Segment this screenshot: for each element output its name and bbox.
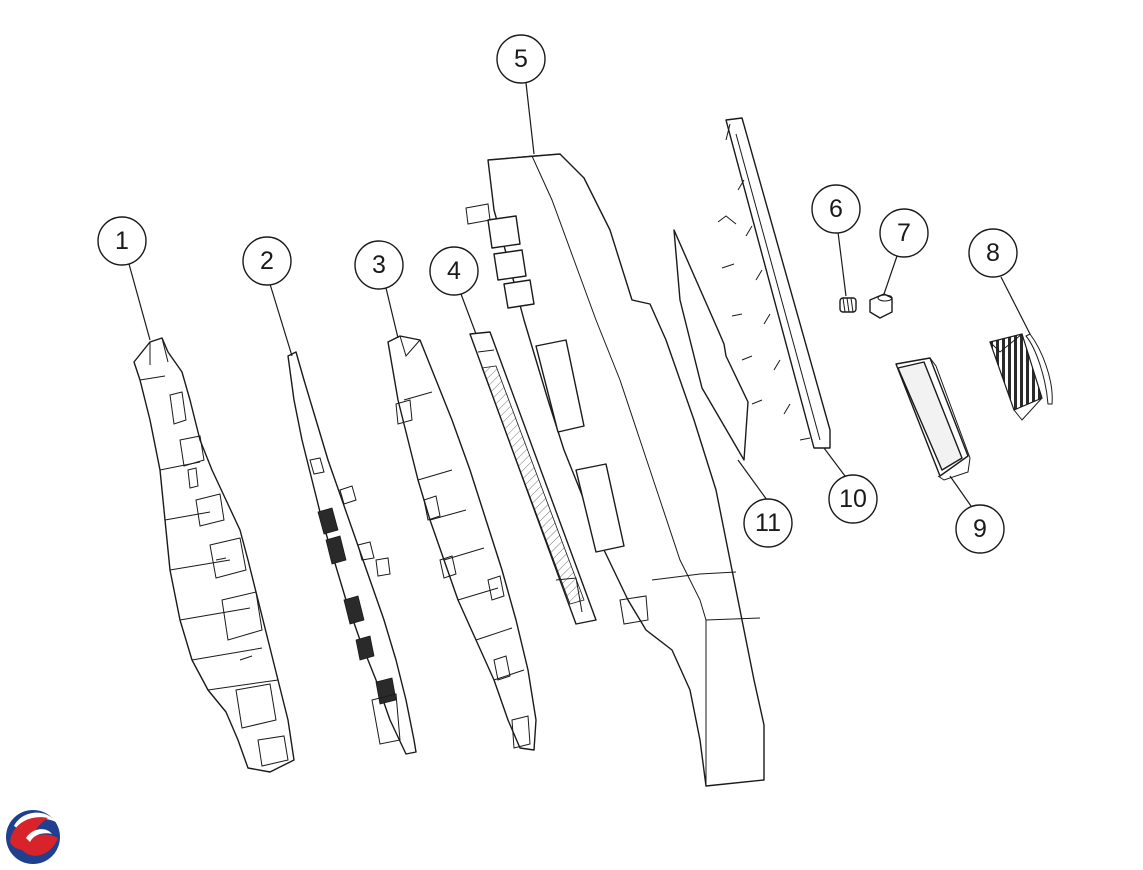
part-7-knob-cap	[869, 293, 893, 319]
callout-1: 1	[97, 216, 147, 266]
callout-label: 3	[372, 251, 386, 279]
part-3-front-frame	[387, 335, 537, 751]
part-4-display-panel	[469, 331, 597, 625]
callout-7: 7	[879, 208, 929, 258]
leader-lines	[128, 82, 1031, 507]
part-1-rear-housing	[133, 337, 295, 773]
callout-3: 3	[354, 240, 404, 290]
callout-8: 8	[968, 228, 1018, 278]
part-5-main-cover	[465, 153, 765, 787]
part-8-rotary-knob	[989, 333, 1053, 421]
callout-10: 10	[828, 474, 878, 524]
callout-5: 5	[496, 34, 546, 84]
brand-logo-icon	[6, 810, 60, 864]
callout-label: 2	[260, 247, 274, 275]
callout-label: 1	[115, 227, 129, 255]
callout-label: 5	[514, 45, 528, 73]
callout-9: 9	[955, 504, 1005, 554]
callout-6: 6	[811, 184, 861, 234]
callout-label: 8	[986, 239, 1000, 267]
callout-label: 11	[755, 509, 781, 537]
callout-label: 7	[897, 219, 911, 247]
part-6-spring	[839, 297, 857, 313]
callout-2: 2	[242, 236, 292, 286]
callout-label: 9	[973, 515, 987, 543]
callout-label: 4	[447, 257, 461, 285]
part-11-film	[673, 229, 749, 461]
part-2-circuit-board	[287, 351, 417, 755]
callout-4: 4	[429, 246, 479, 296]
callout-label: 6	[829, 195, 843, 223]
part-10-button-strip	[717, 117, 831, 449]
part-9-knob-housing	[895, 357, 971, 481]
callout-11: 11	[743, 498, 793, 548]
callout-label: 10	[839, 485, 867, 513]
